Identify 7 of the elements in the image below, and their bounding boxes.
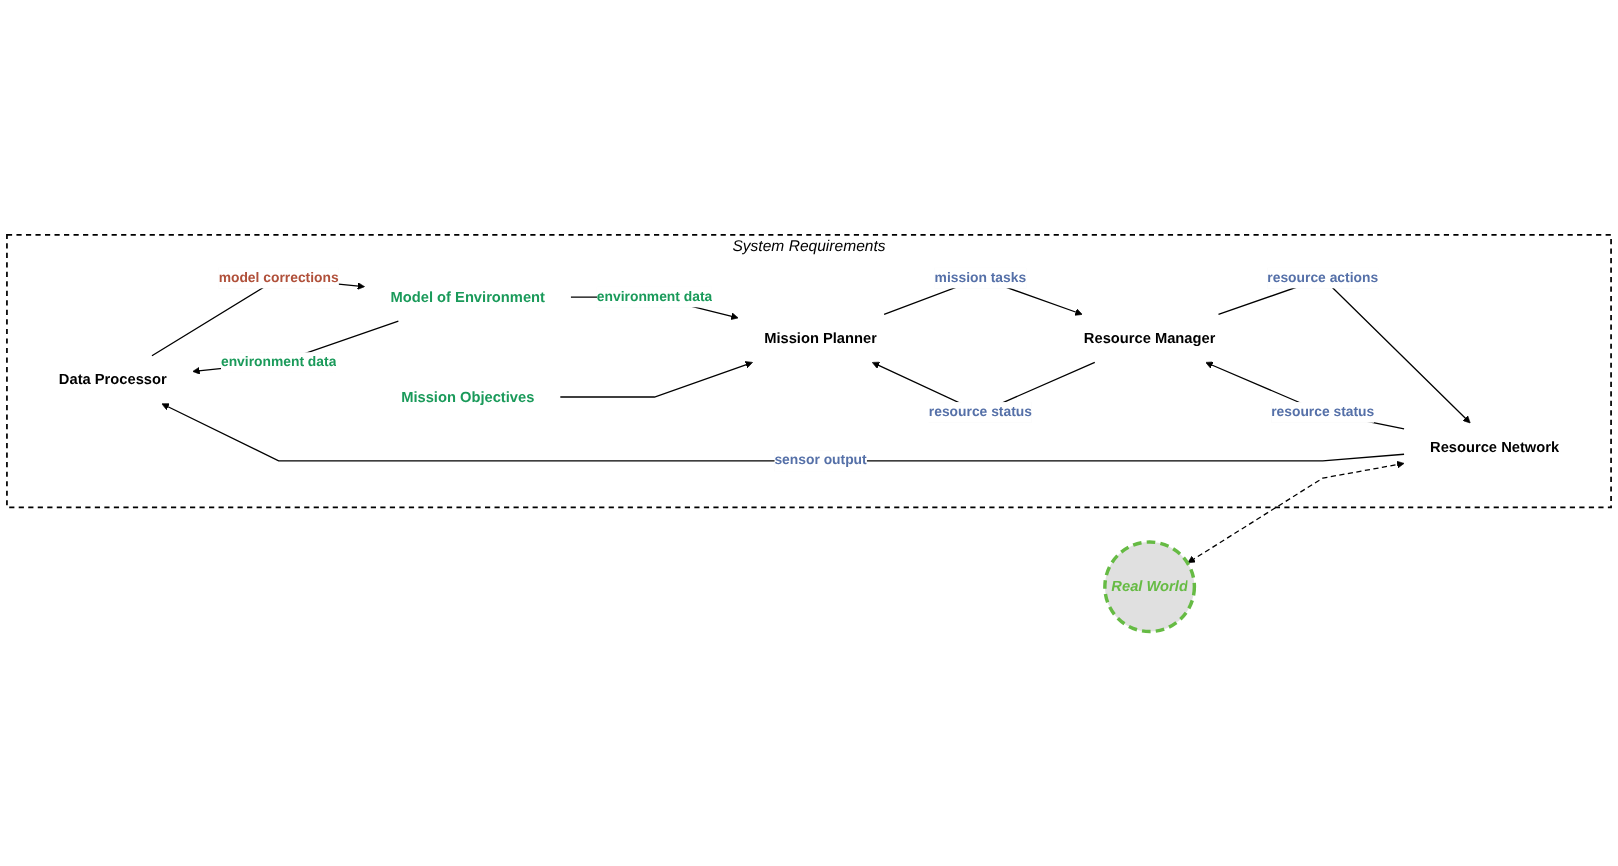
arrow [192,320,399,375]
cluster [6,233,1612,509]
arrow [1187,460,1405,563]
arrow [1205,361,1405,430]
arrow [559,360,753,398]
arrow [161,403,1405,462]
node-circle [1103,540,1197,634]
